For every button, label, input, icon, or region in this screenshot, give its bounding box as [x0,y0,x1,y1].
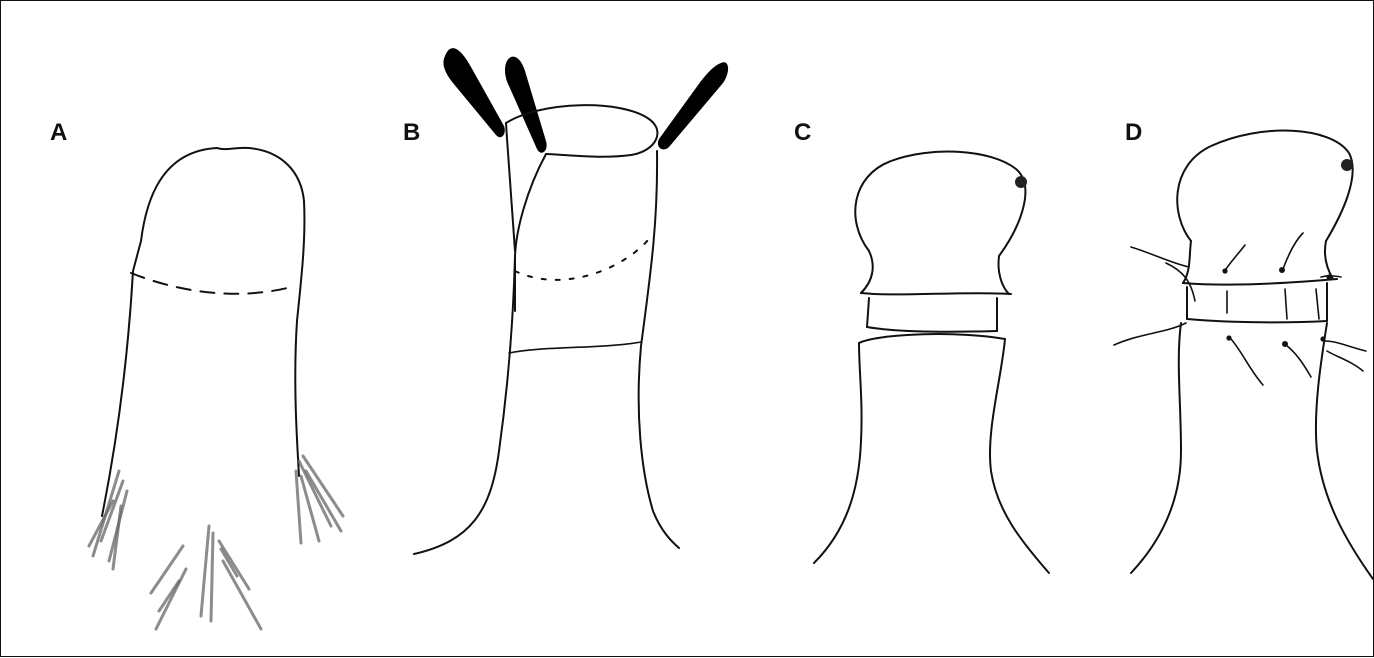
b-outline-right [639,151,679,548]
c-body-top [859,334,1005,343]
b-outline-left [414,256,515,554]
c-head [855,152,1025,256]
drawing-c [814,152,1049,573]
d-setae-dots [1222,267,1331,347]
d-collar [1183,279,1337,285]
d-ring [1187,283,1327,322]
a-setae-right [296,456,343,543]
b-suture [509,342,641,353]
a-setae-bottom [151,526,261,629]
a-outline-right [295,201,304,476]
b-dotted-band [515,239,649,280]
b-inner-left [506,123,515,251]
c-ring-sides [867,298,997,331]
d-ring-ticks [1227,289,1319,319]
b-spine-middle [505,57,547,153]
b-inner-fold [515,154,546,311]
d-neck-right [1325,241,1333,279]
c-eyespot [1015,176,1027,188]
drawing-a [89,148,343,629]
a-outline-left [102,148,217,516]
a-dashed-band [131,273,295,294]
c-ring-bottom [867,327,997,332]
drawing-b [414,48,728,554]
b-rim [506,105,657,157]
c-neck-right [998,256,1009,294]
d-body-right [1316,323,1373,579]
a-outline-top [217,148,304,201]
b-spine-right [658,62,728,149]
d-eyespot [1341,159,1353,171]
d-head [1177,131,1352,241]
d-setae [1114,233,1366,385]
b-spine-left [443,48,504,137]
c-body-left [814,343,862,563]
drawing-d [1114,131,1373,579]
c-collar [861,293,1011,294]
c-body-right [990,339,1049,573]
d-body-left [1131,323,1181,573]
c-neck-left [861,251,873,293]
